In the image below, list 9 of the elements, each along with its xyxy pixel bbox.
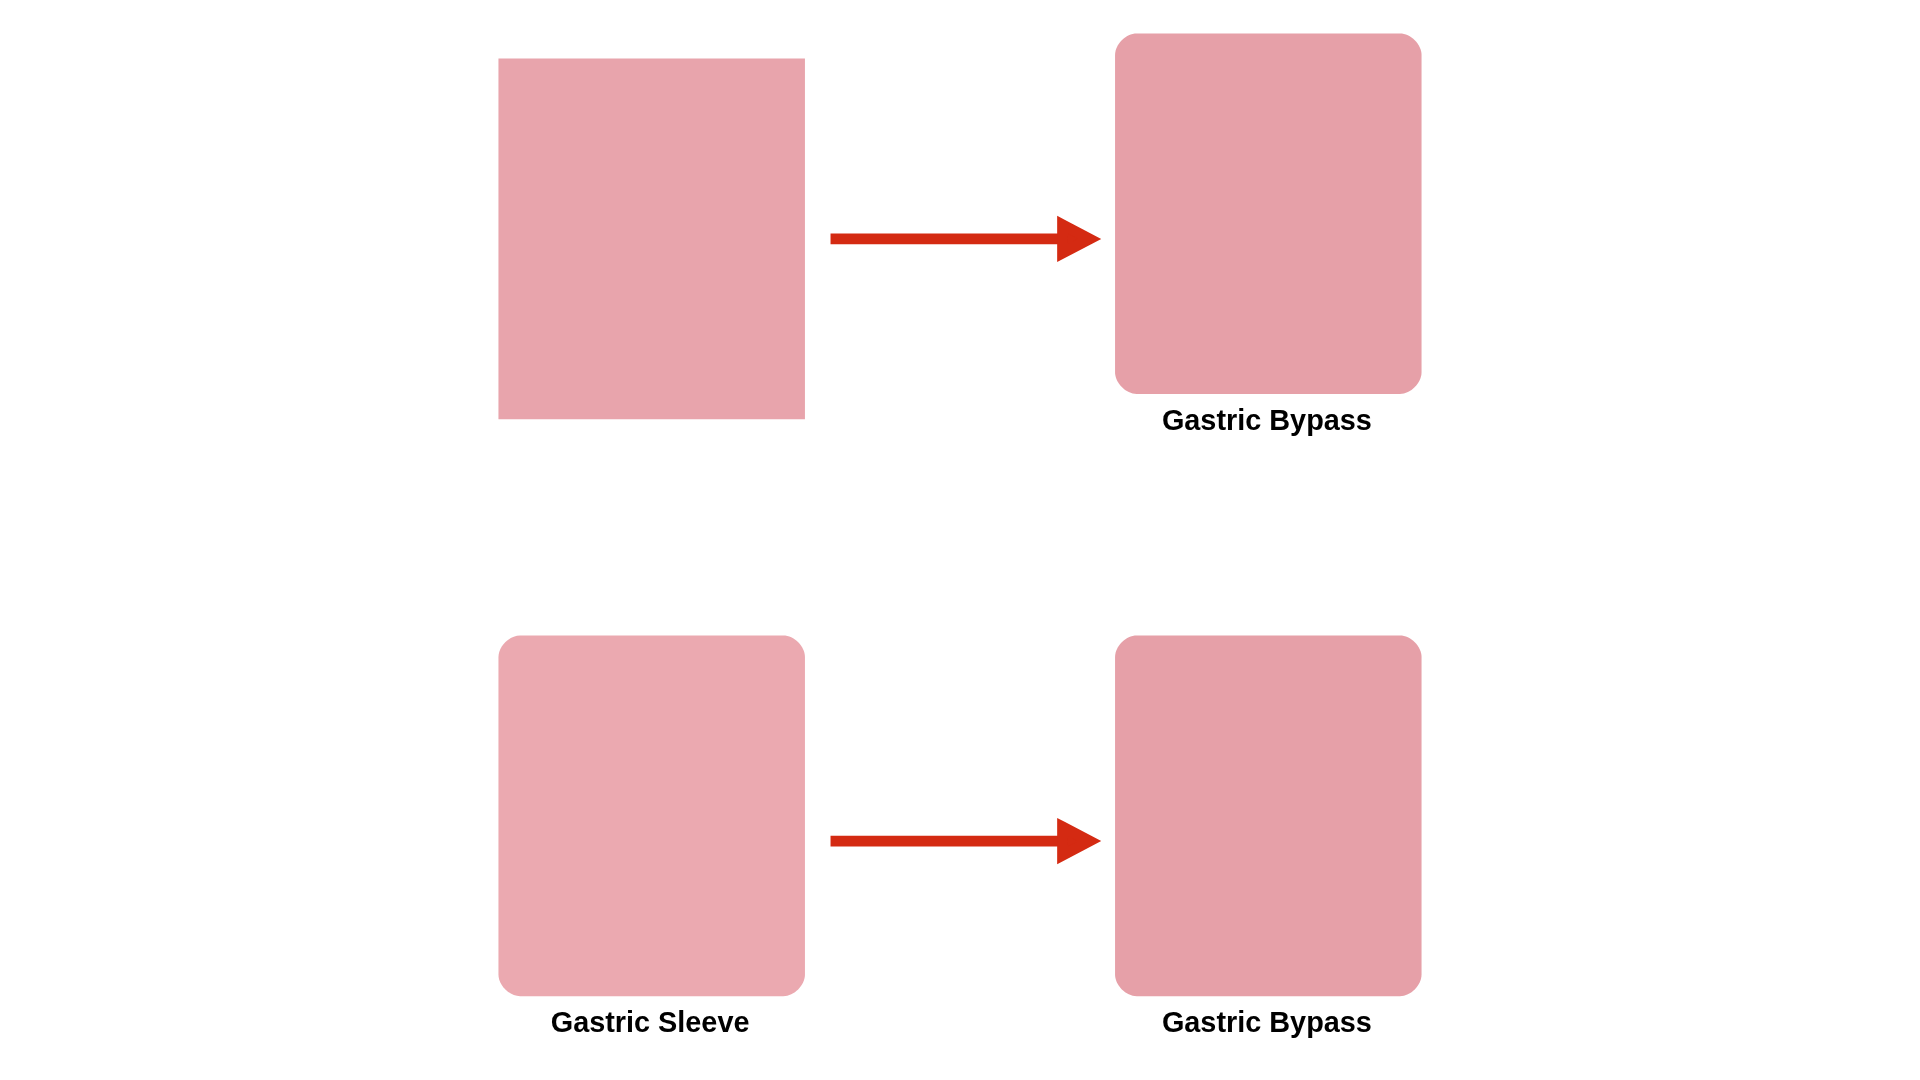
node-box (498, 58, 805, 420)
arrow (830, 215, 1102, 263)
node-label: Gastric Bypass (1161, 1005, 1372, 1038)
node-label: Gastric Sleeve (550, 1005, 750, 1038)
node-box (1115, 635, 1422, 997)
node-label: Gastric Bypass (1161, 403, 1372, 436)
node-box (498, 635, 805, 997)
node-box (1115, 33, 1422, 394)
arrow (830, 817, 1102, 865)
